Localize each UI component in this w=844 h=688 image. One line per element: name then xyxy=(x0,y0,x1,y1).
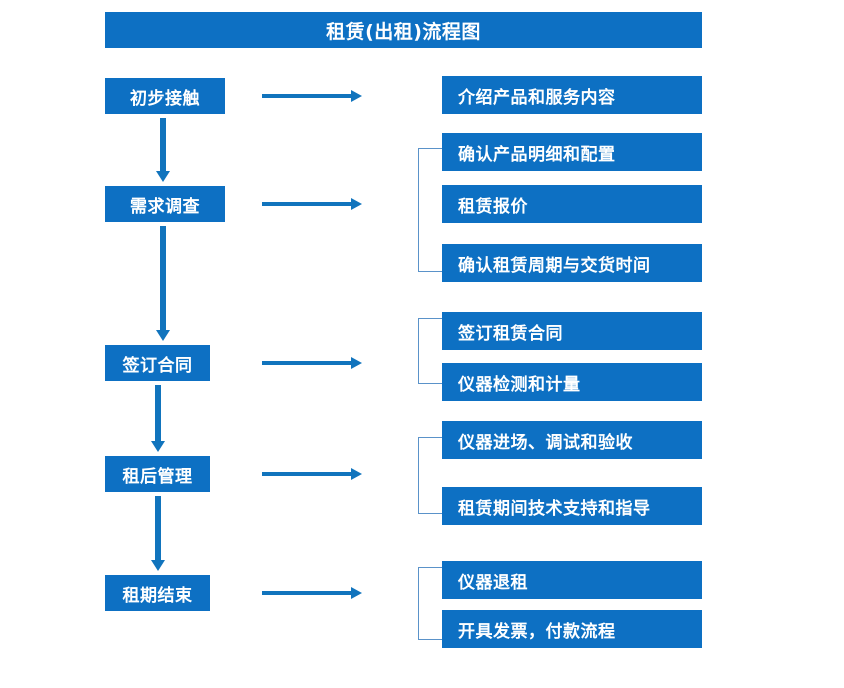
horizontal-arrow-4 xyxy=(262,468,362,480)
vertical-arrow-2 xyxy=(156,226,170,341)
vertical-arrow-3 xyxy=(151,385,165,452)
horizontal-arrow-3 xyxy=(262,357,362,369)
group-bracket-2 xyxy=(418,148,442,272)
group-bracket-4 xyxy=(418,437,442,514)
detail-box-租赁期间技术支持和指导[interactable]: 租赁期间技术支持和指导 xyxy=(442,487,702,525)
detail-box-确认租赁周期与交货时间[interactable]: 确认租赁周期与交货时间 xyxy=(442,244,702,282)
horizontal-arrow-1 xyxy=(262,90,362,102)
detail-box-仪器退租[interactable]: 仪器退租 xyxy=(442,561,702,599)
detail-box-租赁报价[interactable]: 租赁报价 xyxy=(442,185,702,223)
detail-box-确认产品明细和配置[interactable]: 确认产品明细和配置 xyxy=(442,133,702,171)
stage-box-签订合同[interactable]: 签订合同 xyxy=(105,345,210,381)
detail-box-仪器检测和计量[interactable]: 仪器检测和计量 xyxy=(442,363,702,401)
diagram-title: 租赁(出租)流程图 xyxy=(105,12,702,48)
detail-box-签订租赁合同[interactable]: 签订租赁合同 xyxy=(442,312,702,350)
horizontal-arrow-2 xyxy=(262,198,362,210)
detail-box-介绍产品和服务内容[interactable]: 介绍产品和服务内容 xyxy=(442,76,702,114)
detail-box-开具发票付款流程[interactable]: 开具发票，付款流程 xyxy=(442,610,702,648)
group-bracket-5 xyxy=(418,567,442,640)
stage-box-租后管理[interactable]: 租后管理 xyxy=(105,456,210,492)
group-bracket-3 xyxy=(418,318,442,384)
horizontal-arrow-5 xyxy=(262,587,362,599)
detail-box-仪器进场调试和验收[interactable]: 仪器进场、调试和验收 xyxy=(442,421,702,459)
vertical-arrow-1 xyxy=(156,118,170,182)
vertical-arrow-4 xyxy=(151,496,165,571)
stage-box-需求调查[interactable]: 需求调查 xyxy=(105,186,225,222)
stage-box-初步接触[interactable]: 初步接触 xyxy=(105,78,225,114)
stage-box-租期结束[interactable]: 租期结束 xyxy=(105,575,210,611)
